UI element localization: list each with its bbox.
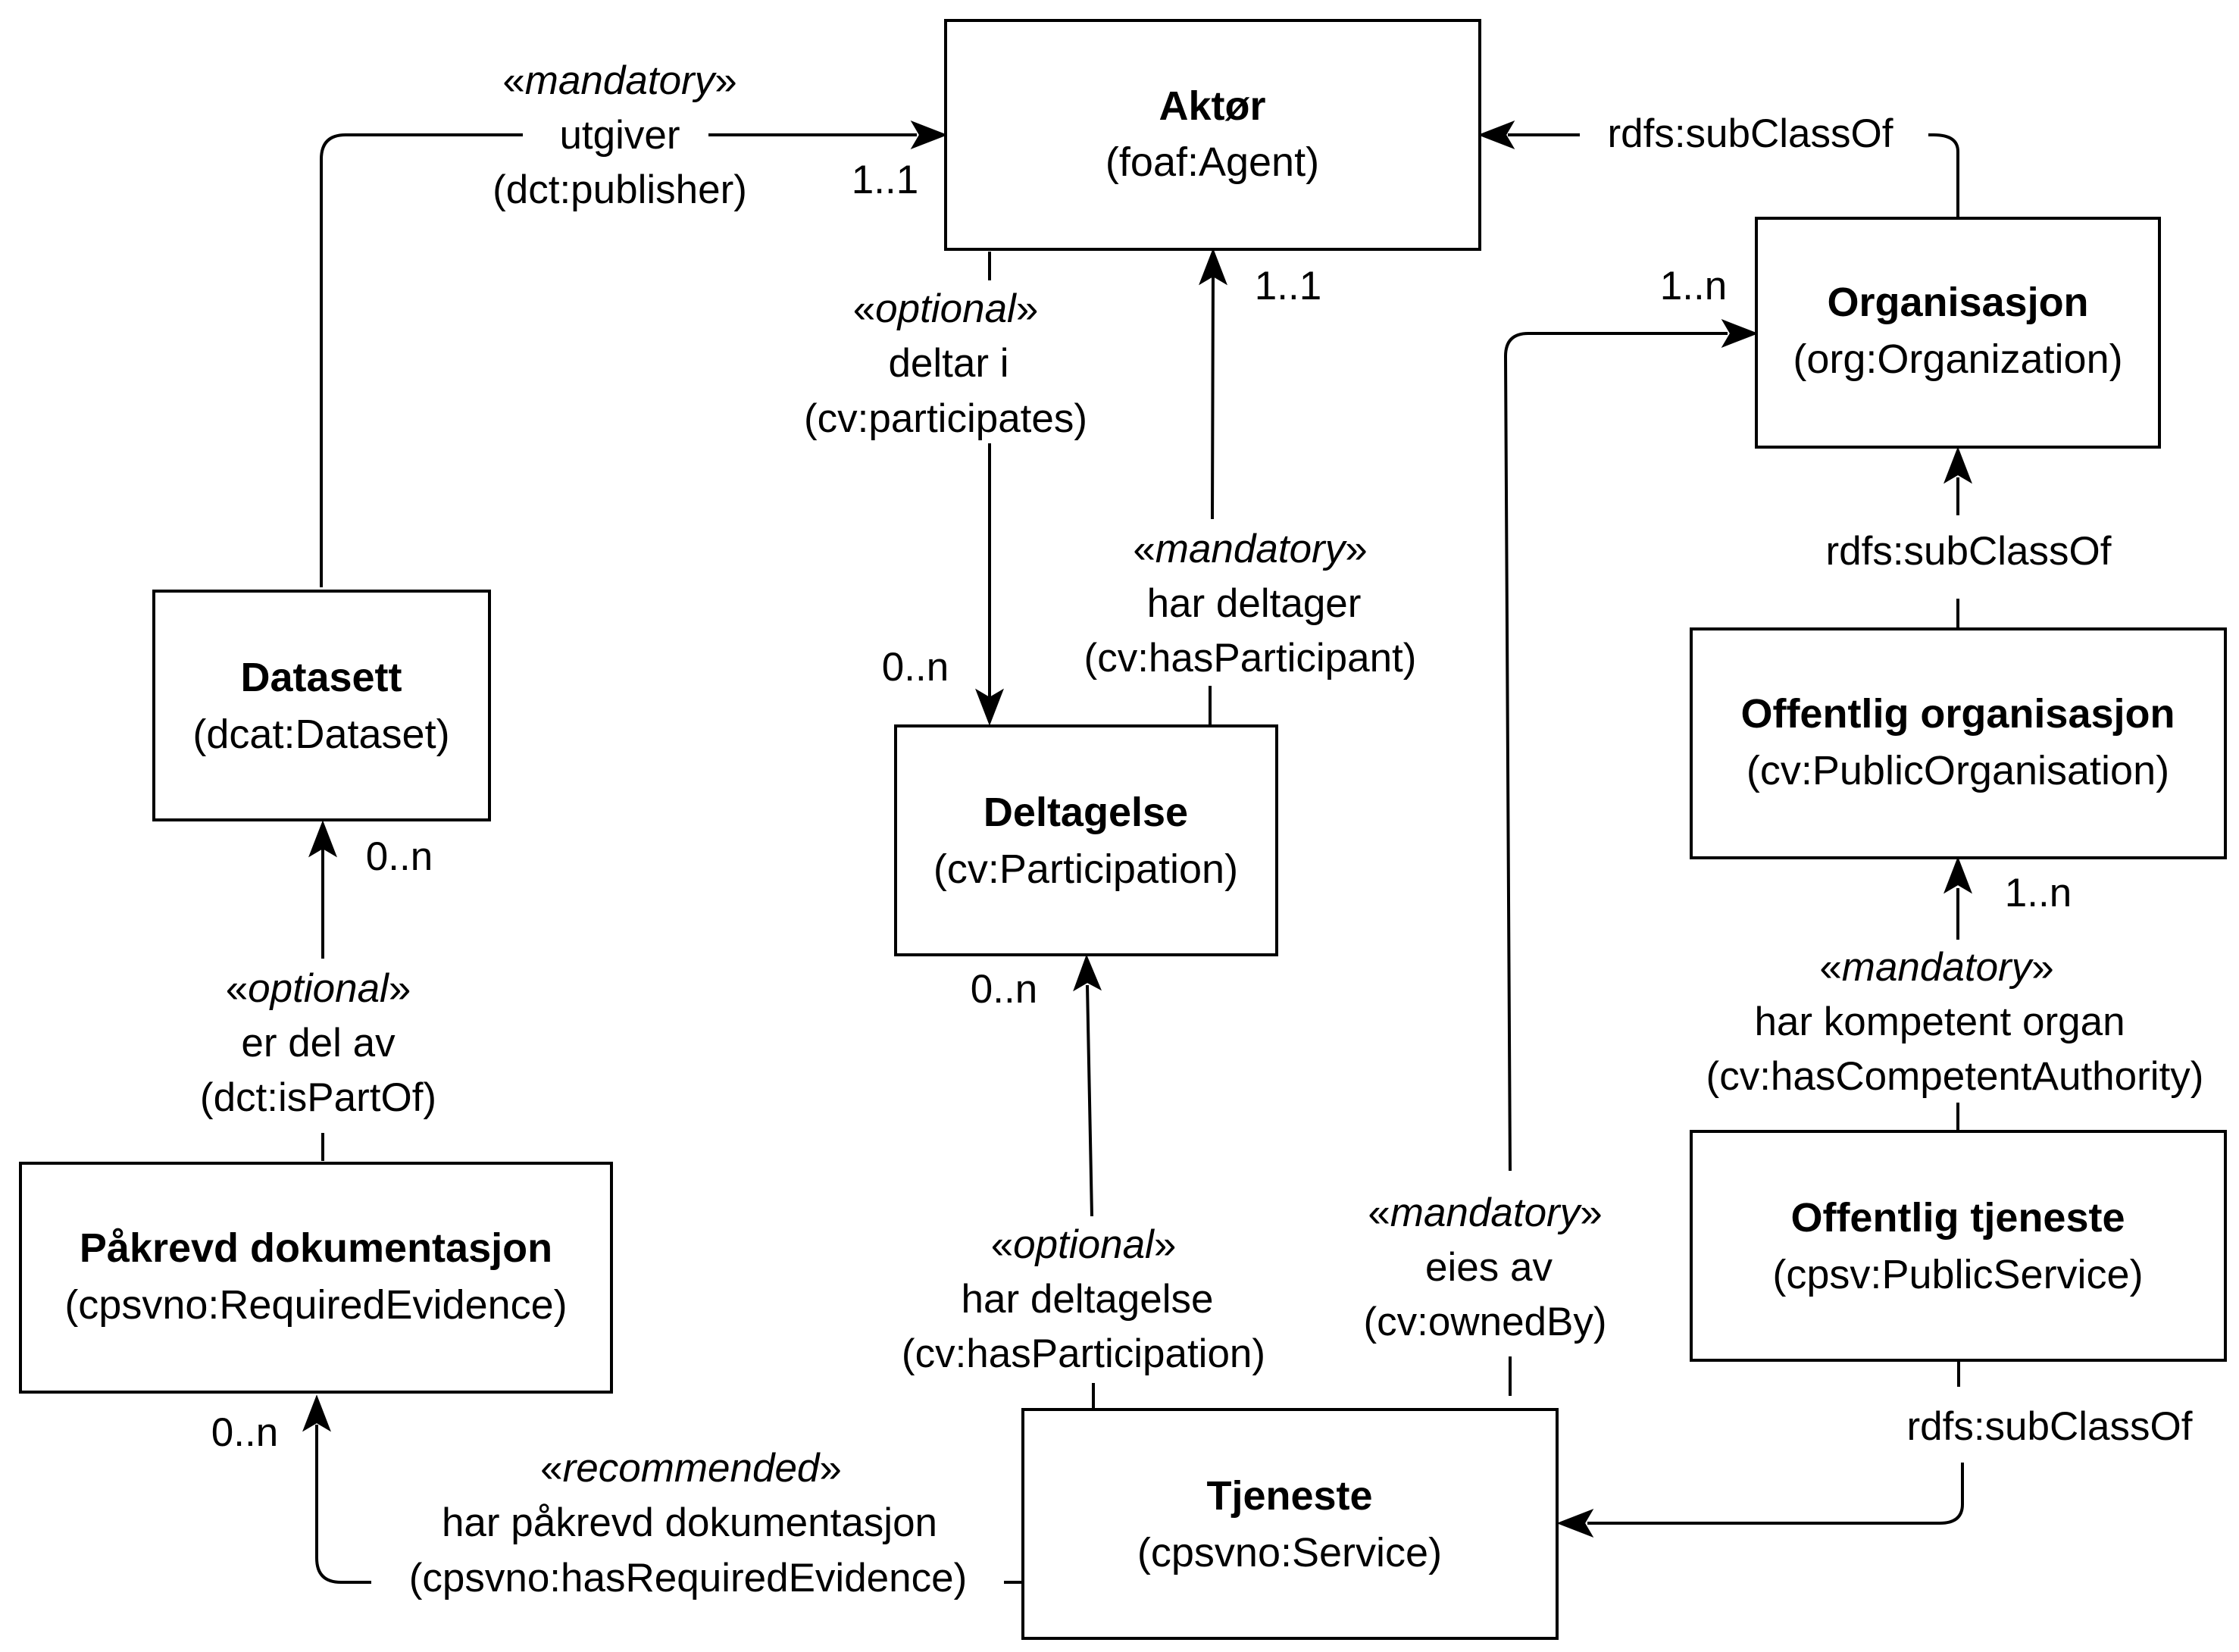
edge-har-deltagelse-name: har deltagelse: [962, 1277, 1214, 1322]
edge-har-pakrevd-stereotype: «recommended»: [540, 1446, 842, 1491]
edge-har-kompetent-organ-uri: (cv:hasCompetentAuthority): [1706, 1054, 2204, 1099]
edge-har-kompetent-organ-label: «mandatory» har kompetent organ (cv:hasC…: [1706, 871, 2204, 1099]
edge-har-deltagelse-label: «optional» har deltagelse (cv:hasPartici…: [902, 967, 1265, 1376]
node-offentlig-organisasjon-title: Offentlig organisasjon: [1740, 691, 2175, 737]
edge-deltar-i-name: deltar i: [888, 341, 1008, 386]
edge-deltar-i-arrowhead: [975, 688, 1004, 726]
edge-har-deltager-multiplicity: 1..1: [1255, 264, 1321, 308]
edge-deltar-i-multiplicity: 0..n: [882, 645, 949, 690]
node-deltagelse-uri: (cv:Participation): [933, 846, 1238, 892]
edge-eies-av-label: «mandatory» eies av (cv:ownedBy) 1..n: [1363, 264, 1727, 1344]
node-offentlig-tjeneste: Offentlig tjeneste (cpsv:PublicService): [1690, 1130, 2227, 1362]
node-offentlig-organisasjon: Offentlig organisasjon (cv:PublicOrganis…: [1690, 627, 2227, 859]
edge-har-pakrevd-label: «recommended» har påkrevd dokumentasjon …: [211, 1410, 967, 1600]
edge-har-pakrevd-arrowhead: [302, 1394, 331, 1432]
edge-eies-av-name: eies av: [1425, 1245, 1553, 1290]
node-offentlig-tjeneste-uri: (cpsv:PublicService): [1772, 1252, 2143, 1297]
node-deltagelse: Deltagelse (cv:Participation): [894, 724, 1278, 956]
edge-er-del-av-arrowhead: [308, 820, 337, 858]
node-organisasjon-title: Organisasjon: [1827, 280, 2088, 325]
node-deltagelse-title: Deltagelse: [983, 790, 1188, 835]
edge-har-deltager-uri: (cv:hasParticipant): [1084, 636, 1417, 681]
edge-har-deltager-stereotype: «mandatory»: [1133, 527, 1367, 571]
edge-utgiver-stereotype: «mandatory»: [502, 58, 736, 103]
edge-deltar-i-label: «optional» deltar i (cv:participates) 0.…: [804, 286, 1087, 690]
edge-eies-av-line: [1503, 332, 1728, 1396]
edge-har-kompetent-organ-stereotype: «mandatory»: [1819, 945, 2053, 990]
edge-er-del-av-multiplicity: 0..n: [366, 834, 433, 879]
edge-har-pakrevd-name: har påkrevd dokumentasjon: [442, 1500, 937, 1545]
edge-har-deltager-arrowhead: [1199, 248, 1227, 286]
node-offentlig-tjeneste-title: Offentlig tjeneste: [1790, 1195, 2125, 1241]
edge-subclass-offtj-tj-label: rdfs:subClassOf: [1906, 1404, 2192, 1449]
edge-eies-av-uri: (cv:ownedBy): [1363, 1300, 1606, 1344]
edge-utgiver-line: [320, 133, 917, 587]
edge-er-del-av-uri: (dct:isPartOf): [200, 1075, 436, 1120]
edge-har-kompetent-organ-name: har kompetent organ: [1754, 1000, 2125, 1044]
edge-subclass-offorg-org-arrowhead: [1943, 446, 1972, 484]
edge-har-deltagelse-uri: (cv:hasParticipation): [902, 1331, 1265, 1376]
node-tjeneste-uri: (cpsvno:Service): [1137, 1530, 1442, 1575]
edge-eies-av-stereotype: «mandatory»: [1368, 1191, 1602, 1235]
edge-har-deltagelse-multiplicity: 0..n: [971, 967, 1037, 1012]
node-aktor-title: Aktør: [1159, 83, 1265, 129]
node-aktor: Aktør (foaf:Agent): [944, 19, 1481, 251]
node-datasett: Datasett (dcat:Dataset): [152, 590, 491, 821]
edge-har-deltager-label: «mandatory» har deltager (cv:hasParticip…: [1084, 264, 1417, 681]
node-offentlig-organisasjon-uri: (cv:PublicOrganisation): [1746, 748, 2169, 793]
edge-utgiver-label: «mandatory» utgiver (dct:publisher) 1..1: [493, 58, 918, 212]
edge-subclass-org-aktor-label: rdfs:subClassOf: [1607, 111, 1893, 156]
node-datasett-title: Datasett: [240, 655, 402, 700]
edge-har-pakrevd-multiplicity: 0..n: [211, 1410, 278, 1455]
node-pakrevd-dokumentasjon: Påkrevd dokumentasjon (cpsvno:RequiredEv…: [19, 1162, 613, 1394]
node-aktor-uri: (foaf:Agent): [1105, 139, 1319, 185]
edge-har-deltager-line: [1209, 272, 1215, 726]
edge-subclass-offorg-org-label: rdfs:subClassOf: [1825, 529, 2111, 574]
node-datasett-uri: (dcat:Dataset): [192, 712, 449, 757]
edge-er-del-av-label: «optional» er del av (dct:isPartOf) 0..n: [200, 834, 436, 1120]
edge-utgiver-name: utgiver: [559, 113, 680, 158]
edge-eies-av-arrowhead: [1721, 319, 1759, 348]
edge-har-kompetent-organ-multiplicity: 1..n: [2005, 871, 2072, 915]
edge-subclass-org-aktor-line: [1508, 133, 1959, 218]
node-organisasjon: Organisasjon (org:Organization): [1755, 217, 2161, 449]
node-tjeneste-title: Tjeneste: [1206, 1473, 1372, 1519]
edge-deltar-i-stereotype: «optional»: [853, 286, 1039, 331]
edge-har-deltagelse-arrowhead: [1073, 954, 1102, 992]
edge-utgiver-arrowhead: [910, 120, 948, 149]
node-tjeneste: Tjeneste (cpsvno:Service): [1021, 1408, 1559, 1640]
edge-har-deltager-name: har deltager: [1147, 581, 1362, 626]
edge-har-kompetent-organ-arrowhead: [1943, 856, 1972, 894]
edge-utgiver-uri: (dct:publisher): [493, 167, 747, 212]
edge-har-deltagelse-stereotype: «optional»: [991, 1222, 1177, 1267]
edge-deltar-i-uri: (cv:participates): [804, 396, 1087, 441]
edge-subclass-org-aktor-arrowhead: [1478, 120, 1515, 149]
node-pakrevd-dokumentasjon-uri: (cpsvno:RequiredEvidence): [64, 1282, 567, 1328]
edge-har-deltagelse-line: [1086, 984, 1095, 1408]
edge-har-pakrevd-line: [315, 1425, 1023, 1584]
node-organisasjon-uri: (org:Organization): [1793, 336, 2122, 382]
edge-utgiver-multiplicity: 1..1: [852, 158, 918, 202]
edge-subclass-offtj-tj-arrowhead: [1556, 1509, 1594, 1538]
edge-har-pakrevd-uri: (cpsvno:hasRequiredEvidence): [409, 1556, 968, 1600]
edge-er-del-av-name: er del av: [241, 1021, 396, 1065]
edge-eies-av-multiplicity: 1..n: [1660, 264, 1727, 308]
node-pakrevd-dokumentasjon-title: Påkrevd dokumentasjon: [80, 1225, 552, 1271]
edge-er-del-av-stereotype: «optional»: [226, 966, 411, 1011]
